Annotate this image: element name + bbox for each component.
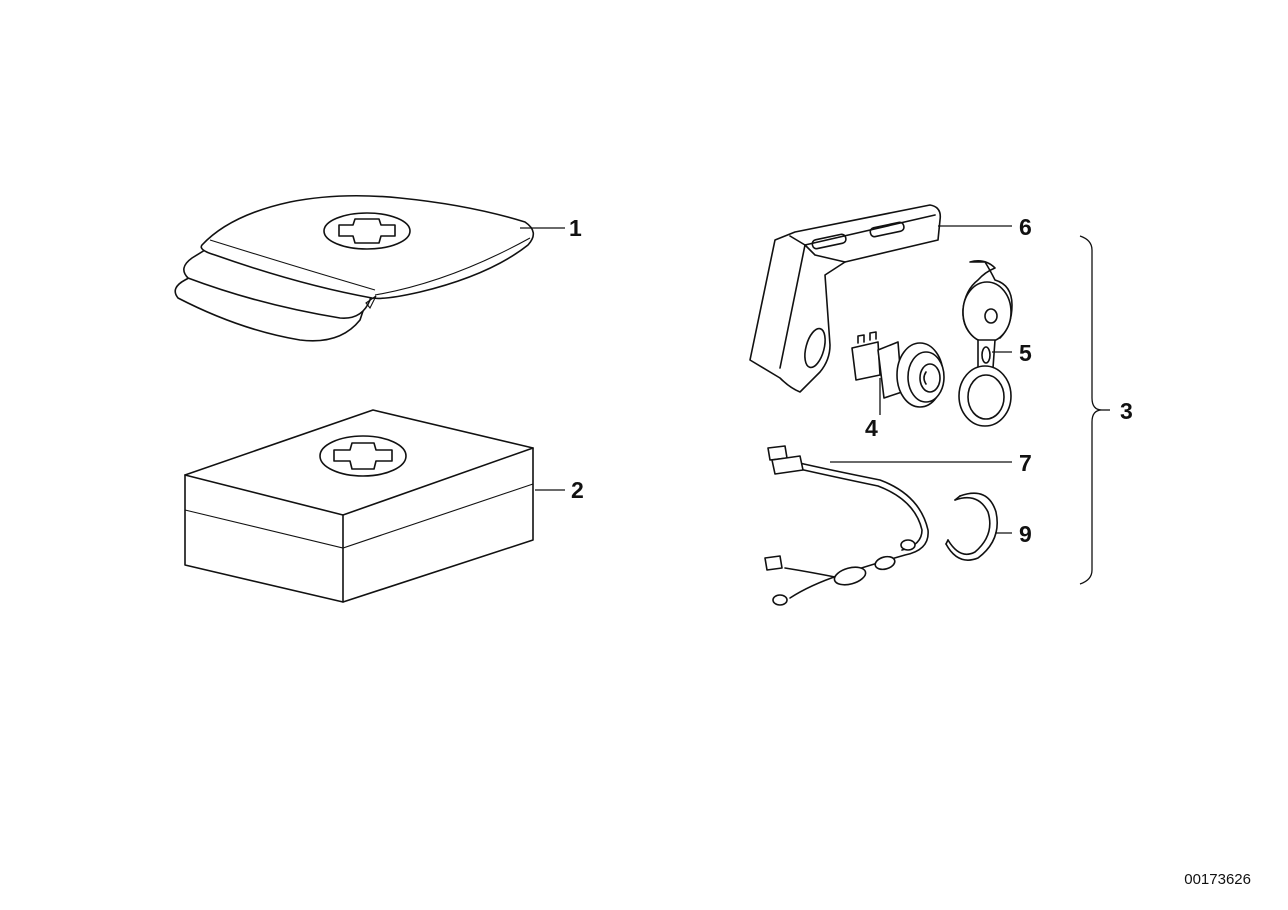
callout-5: 5 [1019, 340, 1032, 366]
socket-cap [958, 260, 1013, 427]
callout-4: 4 [865, 415, 878, 441]
callout-7: 7 [1019, 450, 1032, 476]
callout-2: 2 [571, 477, 584, 503]
wiring-harness [764, 445, 929, 606]
callout-1: 1 [569, 215, 582, 241]
red-cross-emblem-icon [319, 435, 407, 477]
callout-3: 3 [1120, 398, 1133, 424]
callout-9: 9 [1019, 521, 1032, 547]
first-aid-box [184, 409, 534, 603]
leader-lines [520, 225, 1110, 585]
callout-6: 6 [1019, 214, 1032, 240]
document-id: 00173626 [1184, 871, 1251, 888]
red-cross-emblem-icon [323, 212, 411, 250]
retaining-clip [945, 492, 998, 561]
mounting-bracket [749, 204, 942, 393]
first-aid-pouch [174, 194, 535, 342]
power-socket [851, 331, 945, 408]
